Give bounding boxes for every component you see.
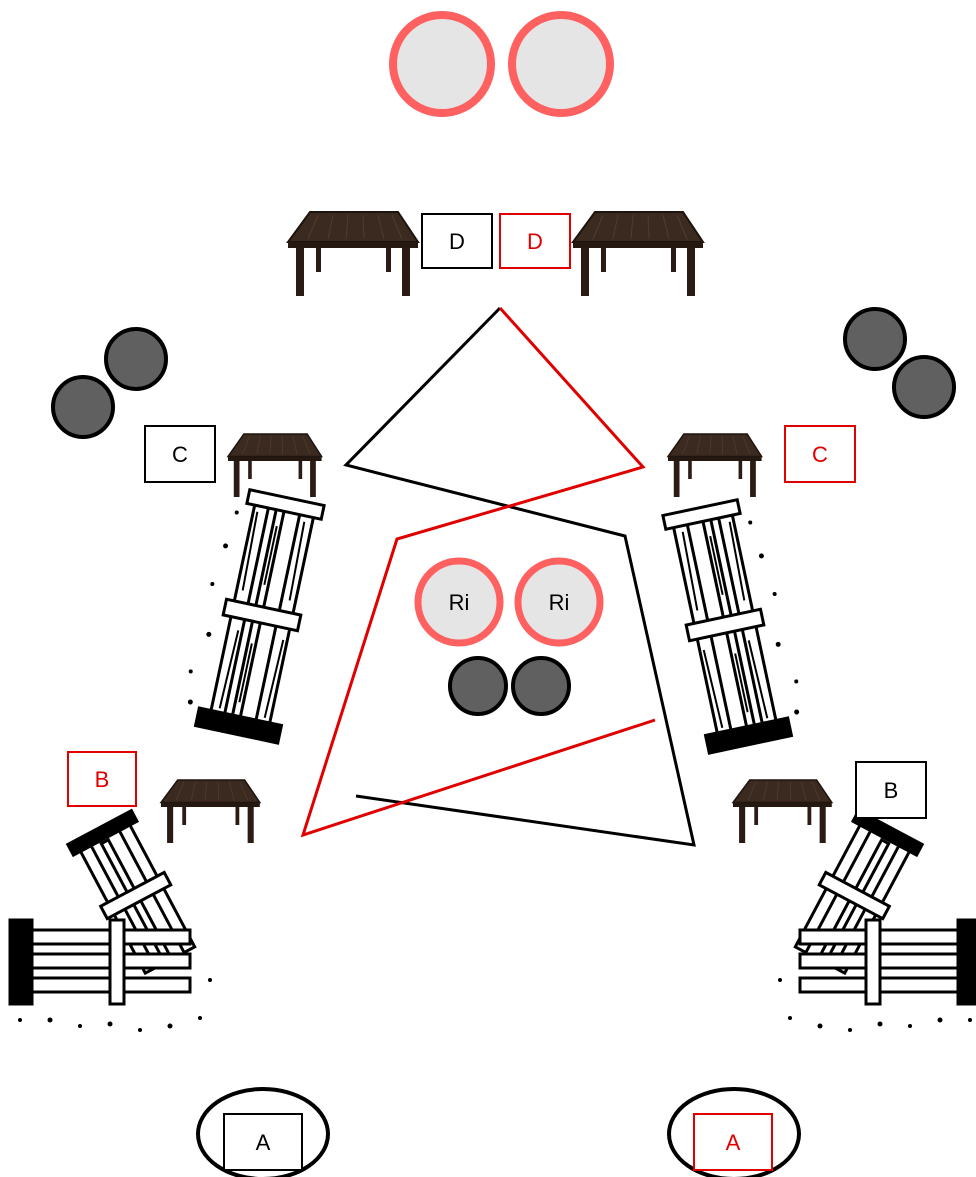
- table-icon: [161, 780, 260, 843]
- center-cones: Ri Ri: [418, 561, 600, 714]
- station-a-red: A: [694, 1114, 772, 1170]
- svg-text:C: C: [172, 442, 188, 467]
- disc-icon: [450, 658, 506, 714]
- table-icon: [573, 212, 703, 296]
- disc-icon: [845, 309, 905, 369]
- disc-icon: [894, 357, 954, 417]
- svg-text:B: B: [95, 767, 110, 792]
- fallen-fence-icon: [778, 811, 976, 1032]
- disc-pair-left: [53, 329, 166, 437]
- table-icon: [288, 212, 418, 296]
- table-icon: [668, 434, 762, 497]
- disc-pair-right: [845, 309, 954, 417]
- disc-icon: [106, 329, 166, 389]
- station-d-black: D: [422, 214, 492, 268]
- fallen-fence-icon: [10, 811, 212, 1032]
- disc-icon: [53, 377, 113, 437]
- station-d-red: D: [500, 214, 570, 268]
- fallen-fence-icon: [659, 495, 809, 753]
- cone-icon: [512, 15, 610, 113]
- station-c-black: C: [145, 426, 215, 482]
- table-icon: [228, 434, 322, 497]
- fallen-fence-icon: [178, 485, 328, 743]
- station-b-red: B: [68, 752, 136, 806]
- svg-text:A: A: [256, 1130, 271, 1155]
- svg-text:C: C: [812, 442, 828, 467]
- svg-text:D: D: [449, 229, 465, 254]
- station-b-black: B: [856, 762, 926, 818]
- disc-icon: [513, 658, 569, 714]
- top-cones: [393, 15, 610, 113]
- station-c-red: C: [785, 426, 855, 482]
- svg-text:A: A: [726, 1130, 741, 1155]
- table-icon: [733, 780, 832, 843]
- station-a-black: A: [224, 1114, 302, 1170]
- svg-text:B: B: [884, 778, 899, 803]
- cone-icon: [393, 15, 491, 113]
- cone-label-left: Ri: [449, 590, 470, 615]
- cone-label-right: Ri: [549, 590, 570, 615]
- svg-text:D: D: [527, 229, 543, 254]
